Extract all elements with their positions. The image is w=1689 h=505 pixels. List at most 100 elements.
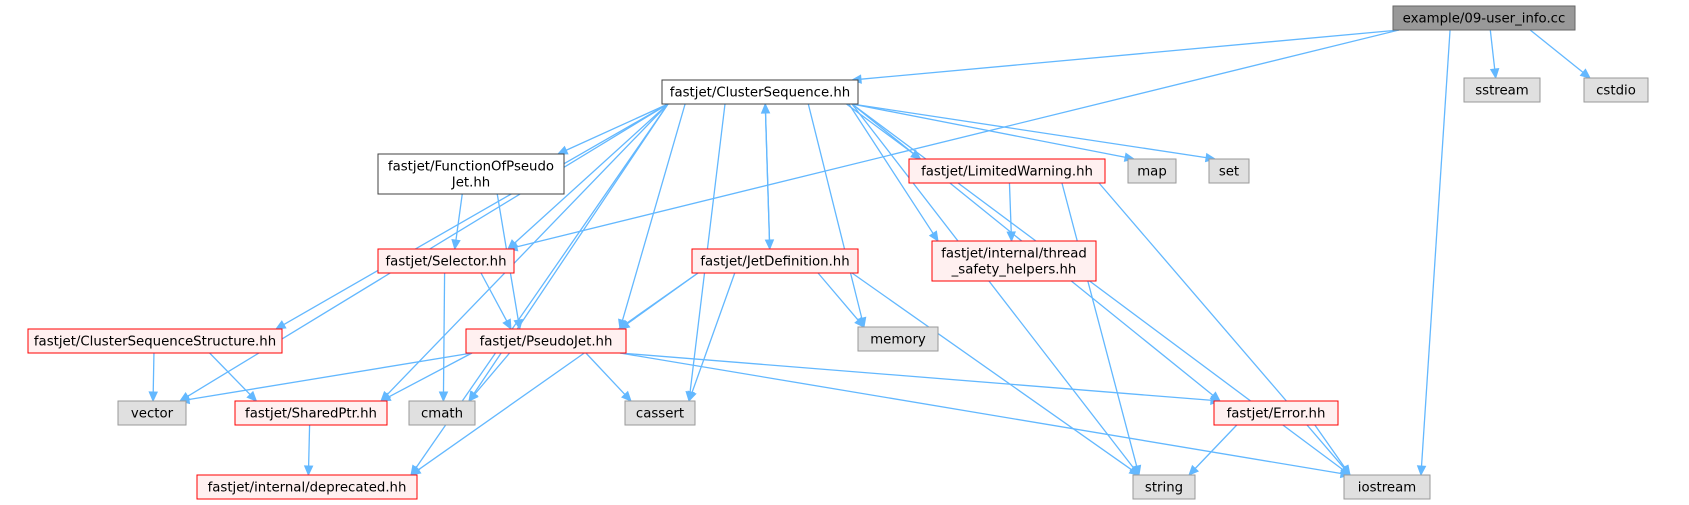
edge-line xyxy=(851,103,1135,469)
edge-lw-to-iostream xyxy=(1098,182,1351,476)
node-box xyxy=(931,240,1097,282)
node-box xyxy=(691,248,859,274)
node-box xyxy=(908,158,1106,184)
edge-line xyxy=(619,352,1342,475)
edge-arrowhead xyxy=(502,318,512,331)
node-label: fastjet/PseudoJet.hh xyxy=(480,335,613,350)
node-err[interactable]: fastjet/Error.hh xyxy=(1213,400,1339,426)
edge-line xyxy=(480,272,508,322)
node-iostream[interactable]: iostream xyxy=(1343,474,1431,500)
nodes-layer: example/09-user_info.cc fastjet/ClusterSe… xyxy=(27,5,1649,500)
edge-root-to-iostream xyxy=(1416,29,1451,477)
edge-arrowhead xyxy=(556,145,569,155)
node-label: fastjet/internal/thread xyxy=(941,247,1087,262)
edge-jd-to-memory xyxy=(817,272,865,328)
node-memory[interactable]: memory xyxy=(857,326,939,352)
edge-line xyxy=(514,103,669,244)
node-lw[interactable]: fastjet/LimitedWarning.hh xyxy=(908,158,1106,184)
edge-cs-to-memory xyxy=(807,103,867,329)
node-label: fastjet/ClusterSequence.hh xyxy=(670,86,850,101)
edge-line xyxy=(851,103,1126,158)
edge-fopj-to-sel xyxy=(451,193,463,251)
edge-jd-to-string xyxy=(851,272,1141,476)
edge-line xyxy=(1061,182,1138,467)
edge-line xyxy=(565,103,669,151)
edge-line xyxy=(386,103,669,395)
edge-err-to-string xyxy=(1188,424,1238,476)
node-label: cstdio xyxy=(1596,84,1636,99)
edge-line xyxy=(621,103,686,321)
node-box xyxy=(1343,474,1431,500)
node-dep[interactable]: fastjet/internal/deprecated.hh xyxy=(196,474,418,500)
node-label: map xyxy=(1137,165,1167,180)
edge-line xyxy=(585,352,626,395)
edge-err-to-iostream xyxy=(1314,424,1351,477)
node-label: string xyxy=(1145,481,1183,496)
edge-line xyxy=(442,272,446,393)
node-cs[interactable]: fastjet/ClusterSequence.hh xyxy=(661,79,859,105)
node-box xyxy=(377,248,515,274)
node-string[interactable]: string xyxy=(1132,474,1196,500)
node-label: fastjet/Error.hh xyxy=(1227,407,1326,422)
edge-arrowhead xyxy=(1489,68,1500,80)
edge-line xyxy=(851,103,1207,159)
edge-line xyxy=(1194,424,1238,469)
node-label: fastjet/ClusterSequenceStructure.hh xyxy=(34,335,276,350)
edge-pj-to-vector xyxy=(178,352,473,405)
node-box xyxy=(624,400,696,426)
node-cassert[interactable]: cassert xyxy=(624,400,696,426)
edge-line xyxy=(1489,29,1496,70)
edge-arrowhead xyxy=(274,320,287,330)
node-jd[interactable]: fastjet/JetDefinition.hh xyxy=(691,248,859,274)
node-cmath[interactable]: cmath xyxy=(408,400,476,426)
node-label: fastjet/LimitedWarning.hh xyxy=(921,165,1093,180)
node-css[interactable]: fastjet/ClusterSequenceStructure.hh xyxy=(27,328,283,354)
node-sel[interactable]: fastjet/Selector.hh xyxy=(377,248,515,274)
edge-jd-to-cassert xyxy=(687,272,736,403)
edge-arrowhead xyxy=(687,390,697,403)
edge-arrowhead xyxy=(1128,465,1141,476)
node-box xyxy=(234,400,388,426)
node-label: sstream xyxy=(1475,84,1529,99)
edge-arrowhead xyxy=(513,318,523,331)
node-cstdio[interactable]: cstdio xyxy=(1583,77,1649,103)
edge-cs-to-tsh xyxy=(848,103,939,243)
edge-line xyxy=(848,103,934,234)
edge-line xyxy=(474,352,511,395)
edge-line xyxy=(1008,182,1012,233)
node-map[interactable]: map xyxy=(1127,158,1177,184)
node-label: fastjet/internal/deprecated.hh xyxy=(208,481,407,496)
edge-pj-to-err xyxy=(619,352,1222,405)
node-label: fastjet/Selector.hh xyxy=(385,255,506,270)
edge-line xyxy=(1314,424,1346,469)
node-tsh[interactable]: fastjet/internal/thread_safety_helpers.h… xyxy=(931,240,1097,282)
node-box xyxy=(1463,77,1541,103)
edge-line xyxy=(417,272,699,471)
node-label: vector xyxy=(131,407,174,422)
edge-sp-to-dep xyxy=(303,424,314,477)
node-sstream[interactable]: sstream xyxy=(1463,77,1541,103)
node-box xyxy=(27,328,283,354)
node-box xyxy=(1127,158,1177,184)
edge-line xyxy=(860,29,1400,80)
edge-line xyxy=(188,352,473,401)
node-label: iostream xyxy=(1358,481,1416,496)
edge-line xyxy=(689,103,726,393)
node-root[interactable]: example/09-user_info.cc xyxy=(1392,5,1576,31)
edge-line xyxy=(388,352,473,398)
edge-arrowhead xyxy=(409,465,422,476)
edge-arrowhead xyxy=(1188,464,1200,476)
edge-arrowhead xyxy=(1416,465,1427,477)
node-set[interactable]: set xyxy=(1208,158,1250,184)
node-box xyxy=(1132,474,1196,500)
node-pj[interactable]: fastjet/PseudoJet.hh xyxy=(465,328,627,354)
node-vector[interactable]: vector xyxy=(117,400,187,426)
node-sp[interactable]: fastjet/SharedPtr.hh xyxy=(234,400,388,426)
edge-arrowhead xyxy=(438,391,449,403)
node-box xyxy=(661,79,859,105)
node-label: cassert xyxy=(636,407,684,422)
node-label: example/09-user_info.cc xyxy=(1403,12,1566,27)
edge-css-to-sp xyxy=(209,352,258,402)
